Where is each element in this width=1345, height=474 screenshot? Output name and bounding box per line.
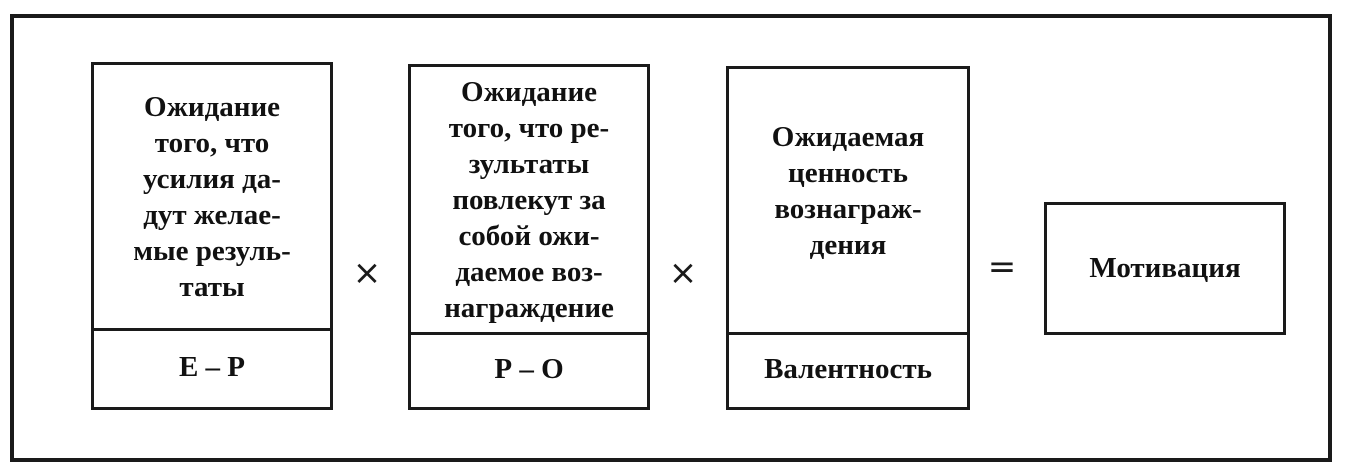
multiply-operator: ×	[352, 253, 382, 293]
box-description-text: Ожидаемая ценность вознаграж- дения	[771, 121, 925, 261]
motivation-result-box: Мотивация	[1044, 202, 1286, 335]
box-label: Р – О	[494, 353, 564, 385]
diagram-frame	[10, 14, 1332, 462]
box-label: Валентность	[764, 353, 932, 385]
expectancy-effort-performance-box: Ожидание того, что усилия да- дут желае-…	[91, 62, 333, 410]
box-description: Ожидаемая ценность вознаграж- дения	[729, 69, 967, 335]
box-description: Ожидание того, что усилия да- дут желае-…	[94, 65, 330, 331]
equals-operator: =	[987, 247, 1017, 287]
multiply-operator: ×	[668, 253, 698, 293]
valence-box: Ожидаемая ценность вознаграж- дения Вале…	[726, 66, 970, 410]
box-label: Е – Р	[178, 351, 246, 383]
expectancy-performance-outcome-box: Ожидание того, что ре- зультаты повлекут…	[408, 64, 650, 410]
box-description-text: Ожидание того, что усилия да- дут желае-…	[133, 90, 291, 303]
box-description-text: Ожидание того, что ре- зультаты повлекут…	[444, 75, 614, 324]
box-description: Ожидание того, что ре- зультаты повлекут…	[411, 67, 647, 335]
